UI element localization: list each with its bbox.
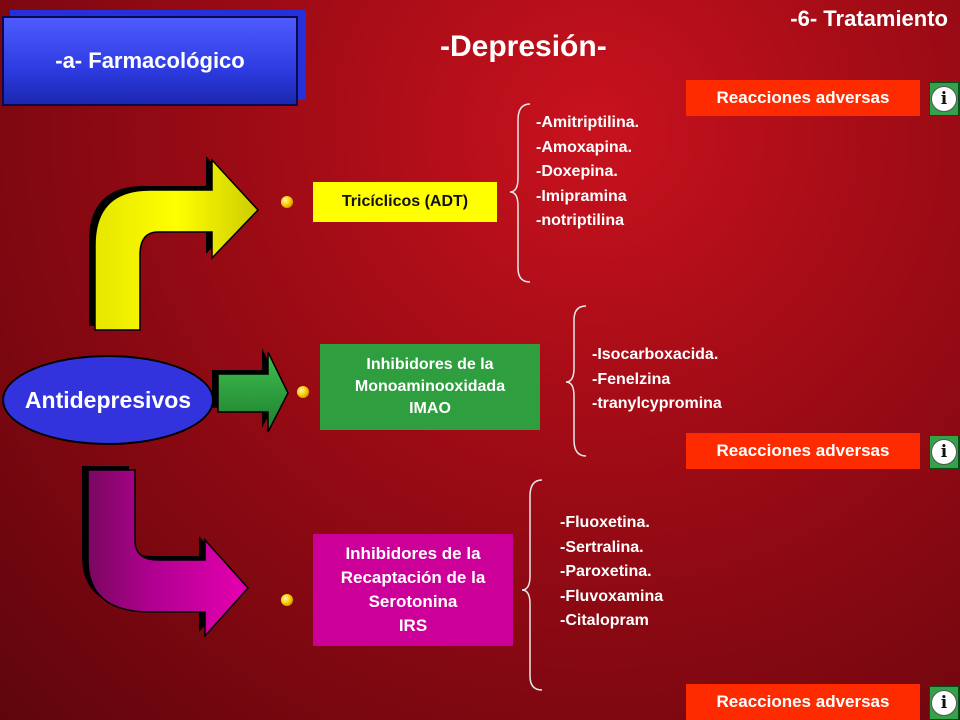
page-title: -Depresión- [440, 30, 607, 63]
bullet-icon [297, 386, 309, 398]
list-item: -Amoxapina. [536, 138, 633, 156]
adverse-reactions-button-triciclicos[interactable]: Reacciones adversas [686, 80, 920, 116]
list-item: -Isocarboxacida. [592, 346, 719, 363]
list-item: -Doxepina. [536, 163, 618, 180]
list-item: -Paroxetina. [560, 563, 652, 580]
info-icon: i [931, 439, 957, 465]
info-button-imao[interactable]: i [929, 435, 959, 469]
drug-list-triciclicos: -Amitriptilina. -Amoxapina. -Doxepina. -… [536, 111, 639, 234]
category-line: Monoaminooxidada [354, 378, 506, 395]
bullet-icon [281, 594, 293, 606]
bullet-icon [281, 196, 293, 208]
category-imao: Inhibidores de la Monoaminooxidada IMAO [320, 344, 540, 430]
info-icon: i [931, 690, 957, 716]
category-line: Tricíclicos (ADT) [341, 193, 469, 210]
list-item: -notriptilina [536, 212, 624, 229]
category-line: IMAO [409, 400, 451, 417]
category-line: Inhibidores de la [345, 544, 481, 563]
category-line: Inhibidores de la [366, 356, 494, 373]
farmacologico-button[interactable]: -a- Farmacológico [2, 16, 298, 106]
list-item: -Fenelzina [592, 370, 671, 388]
category-irs: Inhibidores de la Recaptación de la Sero… [313, 534, 513, 646]
category-triciclicos: Tricíclicos (ADT) [313, 182, 497, 222]
list-item: -Imipramina [536, 187, 627, 205]
antidepresivos-node: Antidepresivos [2, 355, 214, 445]
adverse-reactions-label: Reacciones adversas [716, 88, 890, 107]
curved-arrow-up-right [89, 156, 260, 331]
category-line: Recaptación de la [340, 568, 486, 587]
drug-list-irs: -Fluoxetina. -Sertralina. -Paroxetina. -… [560, 511, 663, 634]
brace-group-2 [565, 305, 587, 457]
adverse-reactions-button-imao[interactable]: Reacciones adversas [686, 433, 920, 469]
straight-arrow-right [212, 348, 289, 433]
list-item: -tranylcypromina [592, 395, 722, 412]
list-item: -Citalopram [560, 612, 649, 629]
brace-group-1 [509, 103, 531, 283]
adverse-reactions-label: Reacciones adversas [716, 692, 890, 711]
brace-group-3 [521, 479, 543, 691]
farmacologico-label: -a- Farmacológico [55, 48, 245, 73]
list-item: -Sertralina. [560, 538, 644, 556]
drug-list-imao: -Isocarboxacida. -Fenelzina -tranylcypro… [592, 343, 722, 417]
category-line: IRS [398, 616, 428, 635]
info-button-irs[interactable]: i [929, 686, 959, 720]
info-icon: i [931, 86, 957, 112]
list-item: -Fluvoxamina [560, 587, 664, 605]
list-item: -Amitriptilina. [536, 114, 640, 131]
info-button-triciclicos[interactable]: i [929, 82, 959, 116]
section-title: -6- Tratamiento [790, 6, 948, 31]
list-item: -Fluoxetina. [560, 514, 650, 531]
adverse-reactions-label: Reacciones adversas [716, 441, 890, 460]
curved-arrow-down-right [82, 466, 250, 638]
adverse-reactions-button-irs[interactable]: Reacciones adversas [686, 684, 920, 720]
antidepresivos-label: Antidepresivos [24, 386, 192, 413]
category-line: Serotonina [368, 592, 458, 611]
